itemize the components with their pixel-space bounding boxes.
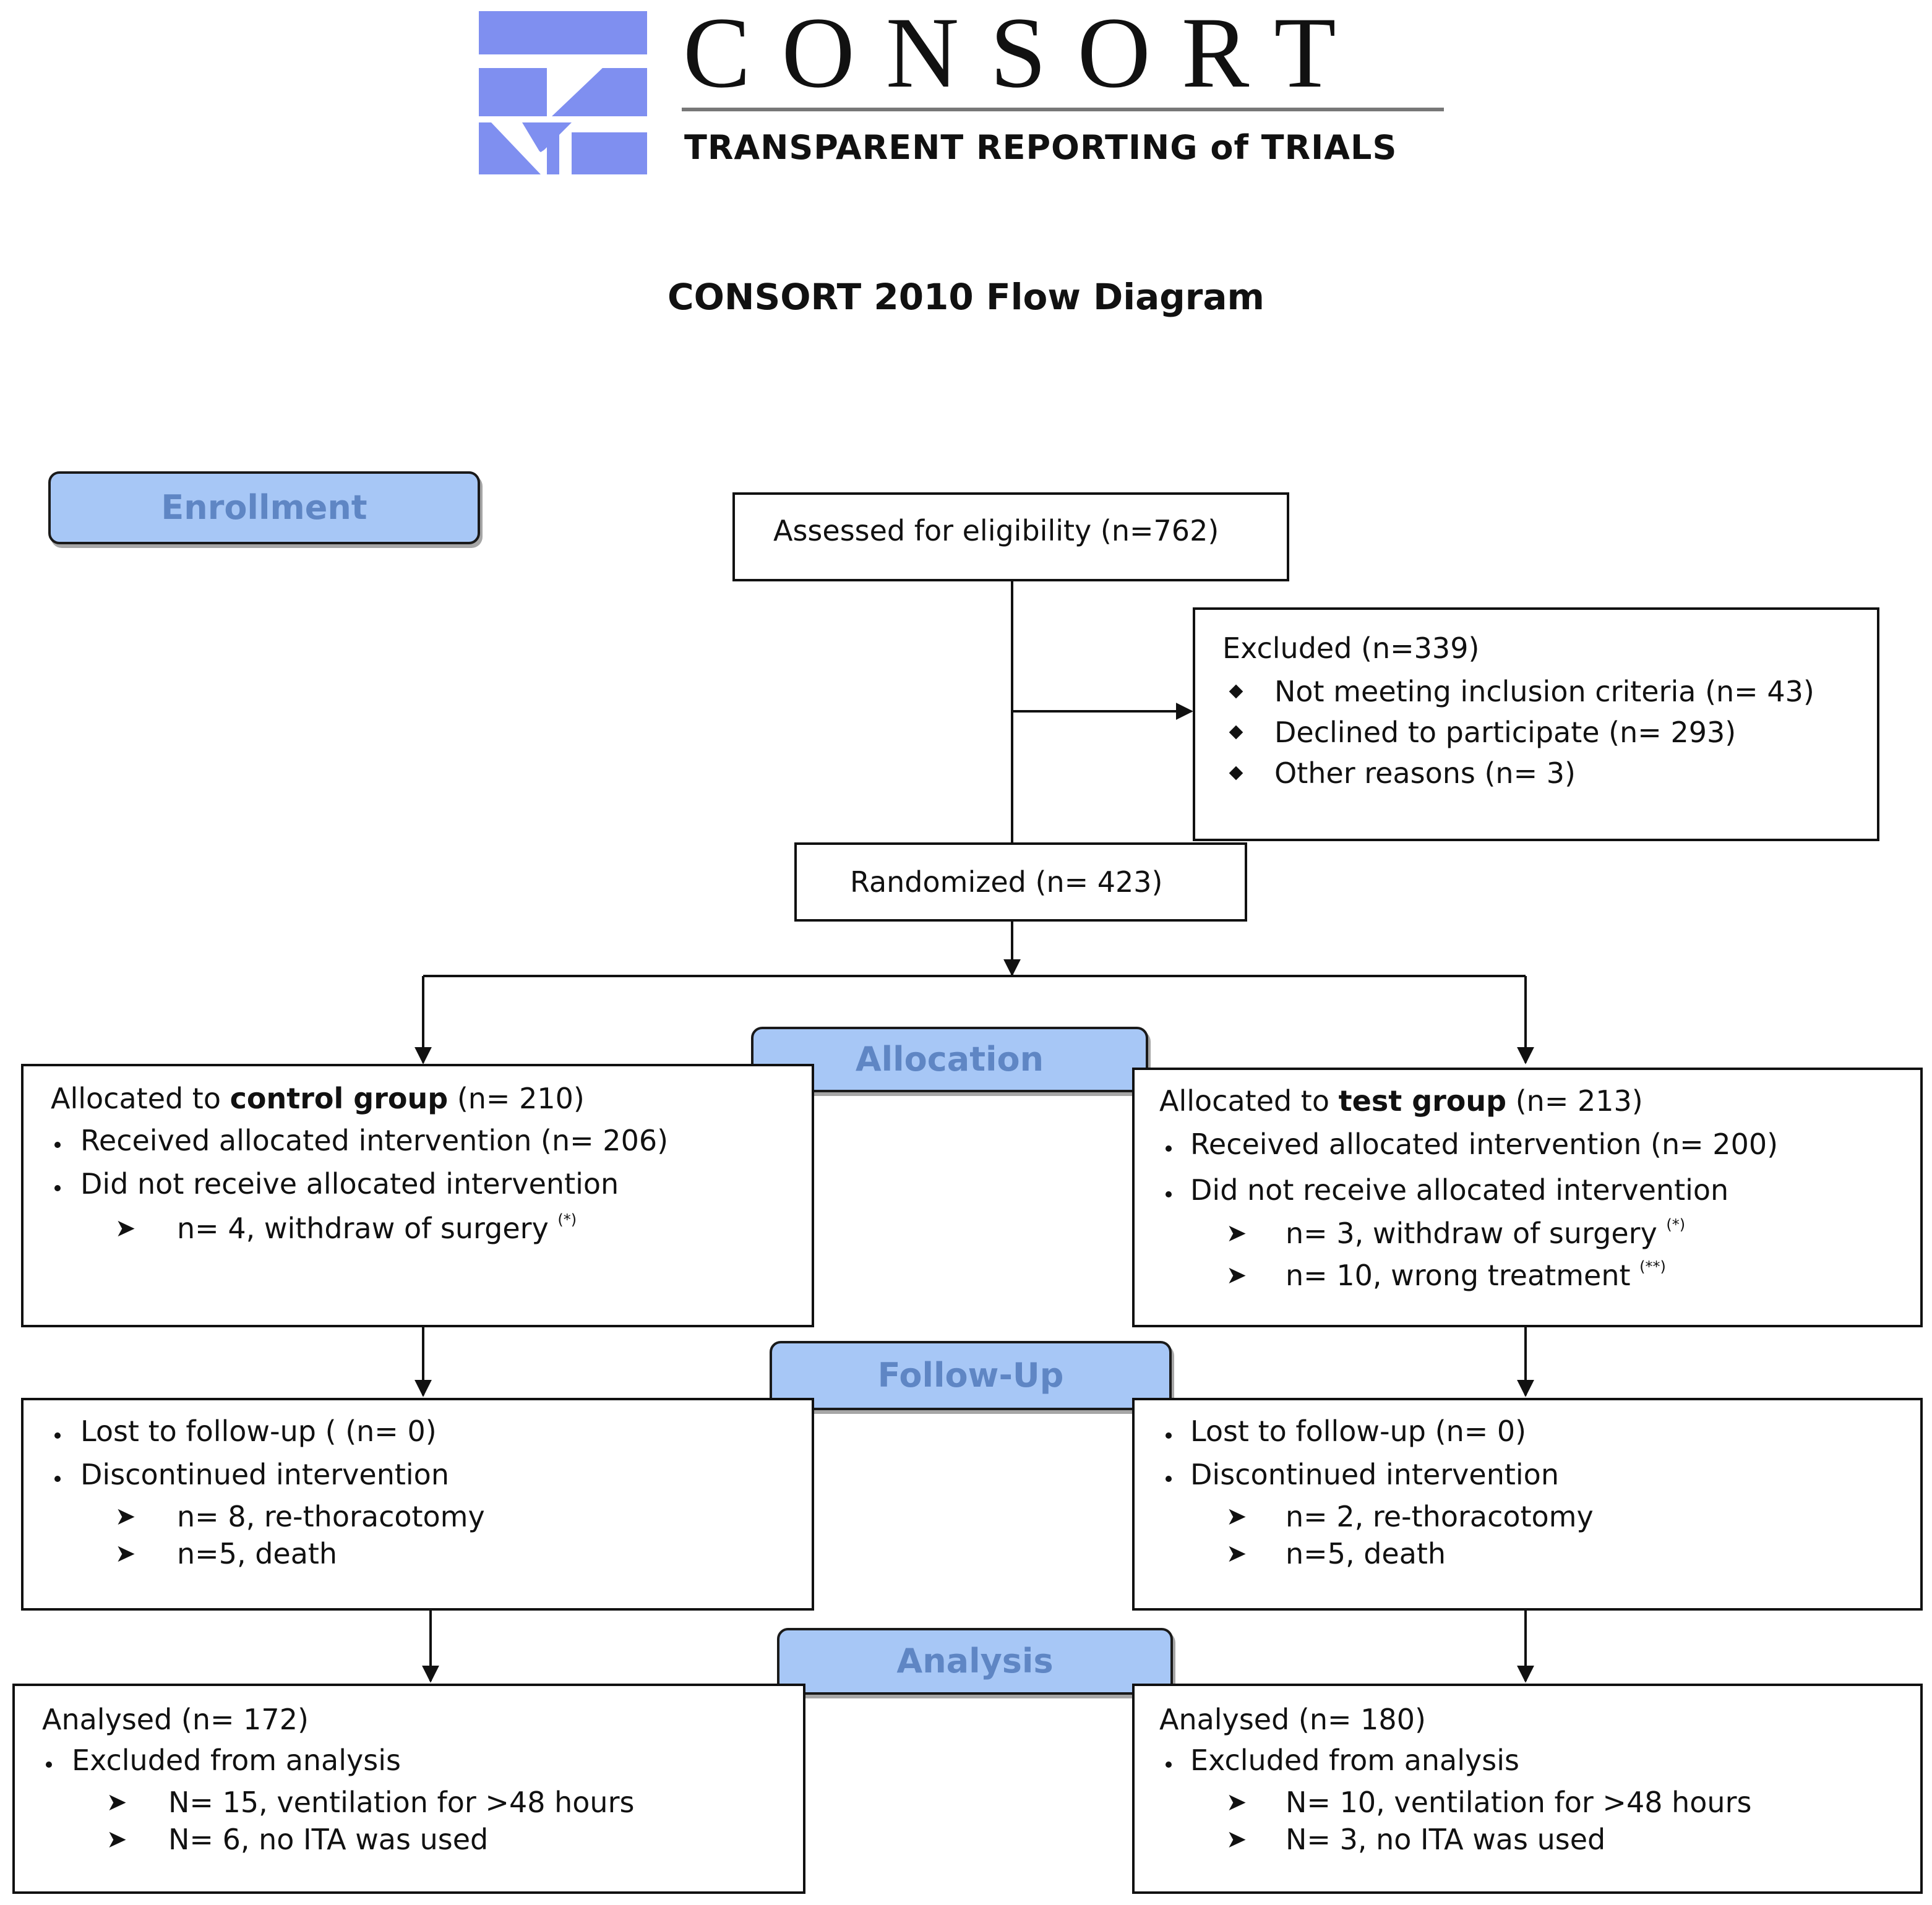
bullet-diamond-icon [1229, 684, 1243, 699]
arrow-bullet-icon: ➤ [115, 1214, 136, 1243]
arrow-bullet-icon: ➤ [1226, 1825, 1247, 1854]
stage-enrollment: Enrollment [48, 471, 480, 544]
test-analysed: Analysed (n= 180) [1159, 1703, 1426, 1736]
excluded-heading: Excluded (n=339) [1222, 631, 1480, 665]
test-not-received: Did not receive allocated intervention [1190, 1173, 1729, 1207]
logo-divider [682, 108, 1444, 111]
control-reason: n= 4, withdraw of surgery (*) [177, 1211, 577, 1245]
arrow-bullet-icon: ➤ [106, 1788, 127, 1817]
bullet-dot-icon [54, 1476, 61, 1482]
arrow-bullet-icon: ➤ [115, 1539, 136, 1568]
arrow-bullet-icon: ➤ [1226, 1219, 1247, 1248]
test-discontinued-reason: n=5, death [1286, 1537, 1446, 1570]
arrow-bullet-icon: ➤ [1226, 1261, 1247, 1290]
control-discontinued: Discontinued intervention [80, 1458, 449, 1491]
test-analysis-reason: N= 10, ventilation for >48 hours [1286, 1786, 1752, 1819]
randomized-box: Randomized (n= 423) [794, 842, 1247, 922]
test-discontinued-reason: n= 2, re-thoracotomy [1286, 1500, 1594, 1533]
test-discontinued: Discontinued intervention [1190, 1458, 1559, 1491]
bullet-dot-icon [46, 1762, 52, 1768]
consort-logo-mark [479, 11, 647, 174]
bullet-dot-icon [1166, 1476, 1172, 1482]
consort-wordmark: CONSORT [683, 0, 1367, 109]
bullet-dot-icon [1166, 1191, 1172, 1197]
control-discontinued-reason: n= 8, re-thoracotomy [177, 1500, 485, 1533]
control-received: Received allocated intervention (n= 206) [80, 1124, 669, 1157]
arrow-bullet-icon: ➤ [115, 1502, 136, 1531]
test-excluded-from-analysis: Excluded from analysis [1190, 1744, 1519, 1777]
allocation-test-heading: Allocated to test group (n= 213) [1159, 1084, 1643, 1118]
excluded-box: Excluded (n=339) Not meeting inclusion c… [1193, 607, 1879, 841]
test-reason: n= 3, withdraw of surgery (*) [1286, 1216, 1686, 1250]
stage-follow-up-label: Follow-Up [877, 1356, 1064, 1395]
bullet-dot-icon [54, 1185, 61, 1191]
control-excluded-from-analysis: Excluded from analysis [72, 1744, 401, 1777]
test-analysis-reason: N= 3, no ITA was used [1286, 1823, 1606, 1856]
excluded-reason: Not meeting inclusion criteria (n= 43) [1274, 675, 1814, 708]
stage-analysis-label: Analysis [896, 1642, 1054, 1680]
bullet-dot-icon [54, 1142, 61, 1148]
stage-allocation-label: Allocation [855, 1040, 1044, 1079]
analysis-test-box: Analysed (n= 180) Excluded from analysis… [1132, 1684, 1923, 1894]
allocation-control-heading: Allocated to control group (n= 210) [51, 1082, 585, 1115]
control-not-received: Did not receive allocated intervention [80, 1167, 619, 1201]
control-analysis-reason: N= 15, ventilation for >48 hours [168, 1786, 635, 1819]
allocation-control-box: Allocated to control group (n= 210) Rece… [21, 1064, 814, 1327]
control-analysed: Analysed (n= 172) [42, 1703, 309, 1736]
test-received: Received allocated intervention (n= 200) [1190, 1128, 1779, 1161]
test-reason: n= 10, wrong treatment (**) [1286, 1258, 1666, 1292]
randomized-text: Randomized (n= 423) [850, 865, 1163, 899]
excluded-reason: Declined to participate (n= 293) [1274, 716, 1737, 749]
bullet-dot-icon [1166, 1145, 1172, 1152]
follow-up-control-box: Lost to follow-up ( (n= 0) Discontinued … [21, 1398, 814, 1611]
bullet-diamond-icon [1229, 766, 1243, 781]
allocation-test-box: Allocated to test group (n= 213) Receive… [1132, 1068, 1923, 1327]
control-lost: Lost to follow-up ( (n= 0) [80, 1415, 437, 1448]
bullet-diamond-icon [1229, 725, 1243, 740]
stage-enrollment-label: Enrollment [161, 488, 367, 527]
stage-follow-up: Follow-Up [770, 1341, 1172, 1410]
bullet-dot-icon [1166, 1762, 1172, 1768]
diagram-title: CONSORT 2010 Flow Diagram [668, 276, 1264, 318]
arrow-bullet-icon: ➤ [106, 1825, 127, 1854]
control-discontinued-reason: n=5, death [177, 1537, 338, 1570]
assessed-text: Assessed for eligibility (n=762) [773, 514, 1219, 547]
assessed-box: Assessed for eligibility (n=762) [732, 492, 1289, 581]
arrow-bullet-icon: ➤ [1226, 1539, 1247, 1568]
consort-tagline: TRANSPARENT REPORTING of TRIALS [684, 128, 1397, 167]
test-lost: Lost to follow-up (n= 0) [1190, 1415, 1527, 1448]
bullet-dot-icon [54, 1432, 61, 1439]
follow-up-test-box: Lost to follow-up (n= 0) Discontinued in… [1132, 1398, 1923, 1611]
bullet-dot-icon [1166, 1432, 1172, 1439]
analysis-control-box: Analysed (n= 172) Excluded from analysis… [12, 1684, 805, 1894]
stage-allocation: Allocation [751, 1027, 1148, 1092]
stage-analysis: Analysis [777, 1628, 1173, 1695]
arrow-bullet-icon: ➤ [1226, 1788, 1247, 1817]
excluded-reason: Other reasons (n= 3) [1274, 756, 1576, 790]
control-analysis-reason: N= 6, no ITA was used [168, 1823, 489, 1856]
arrow-bullet-icon: ➤ [1226, 1502, 1247, 1531]
